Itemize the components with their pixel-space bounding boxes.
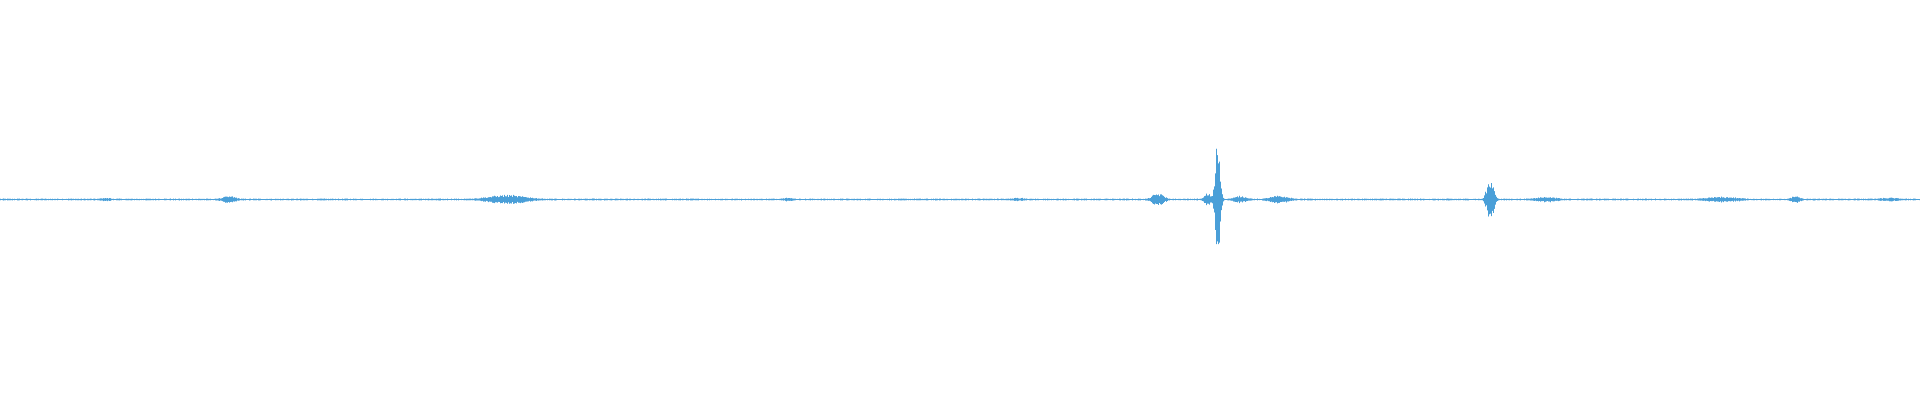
waveform-samples xyxy=(0,148,1920,245)
waveform-path xyxy=(0,148,1920,245)
